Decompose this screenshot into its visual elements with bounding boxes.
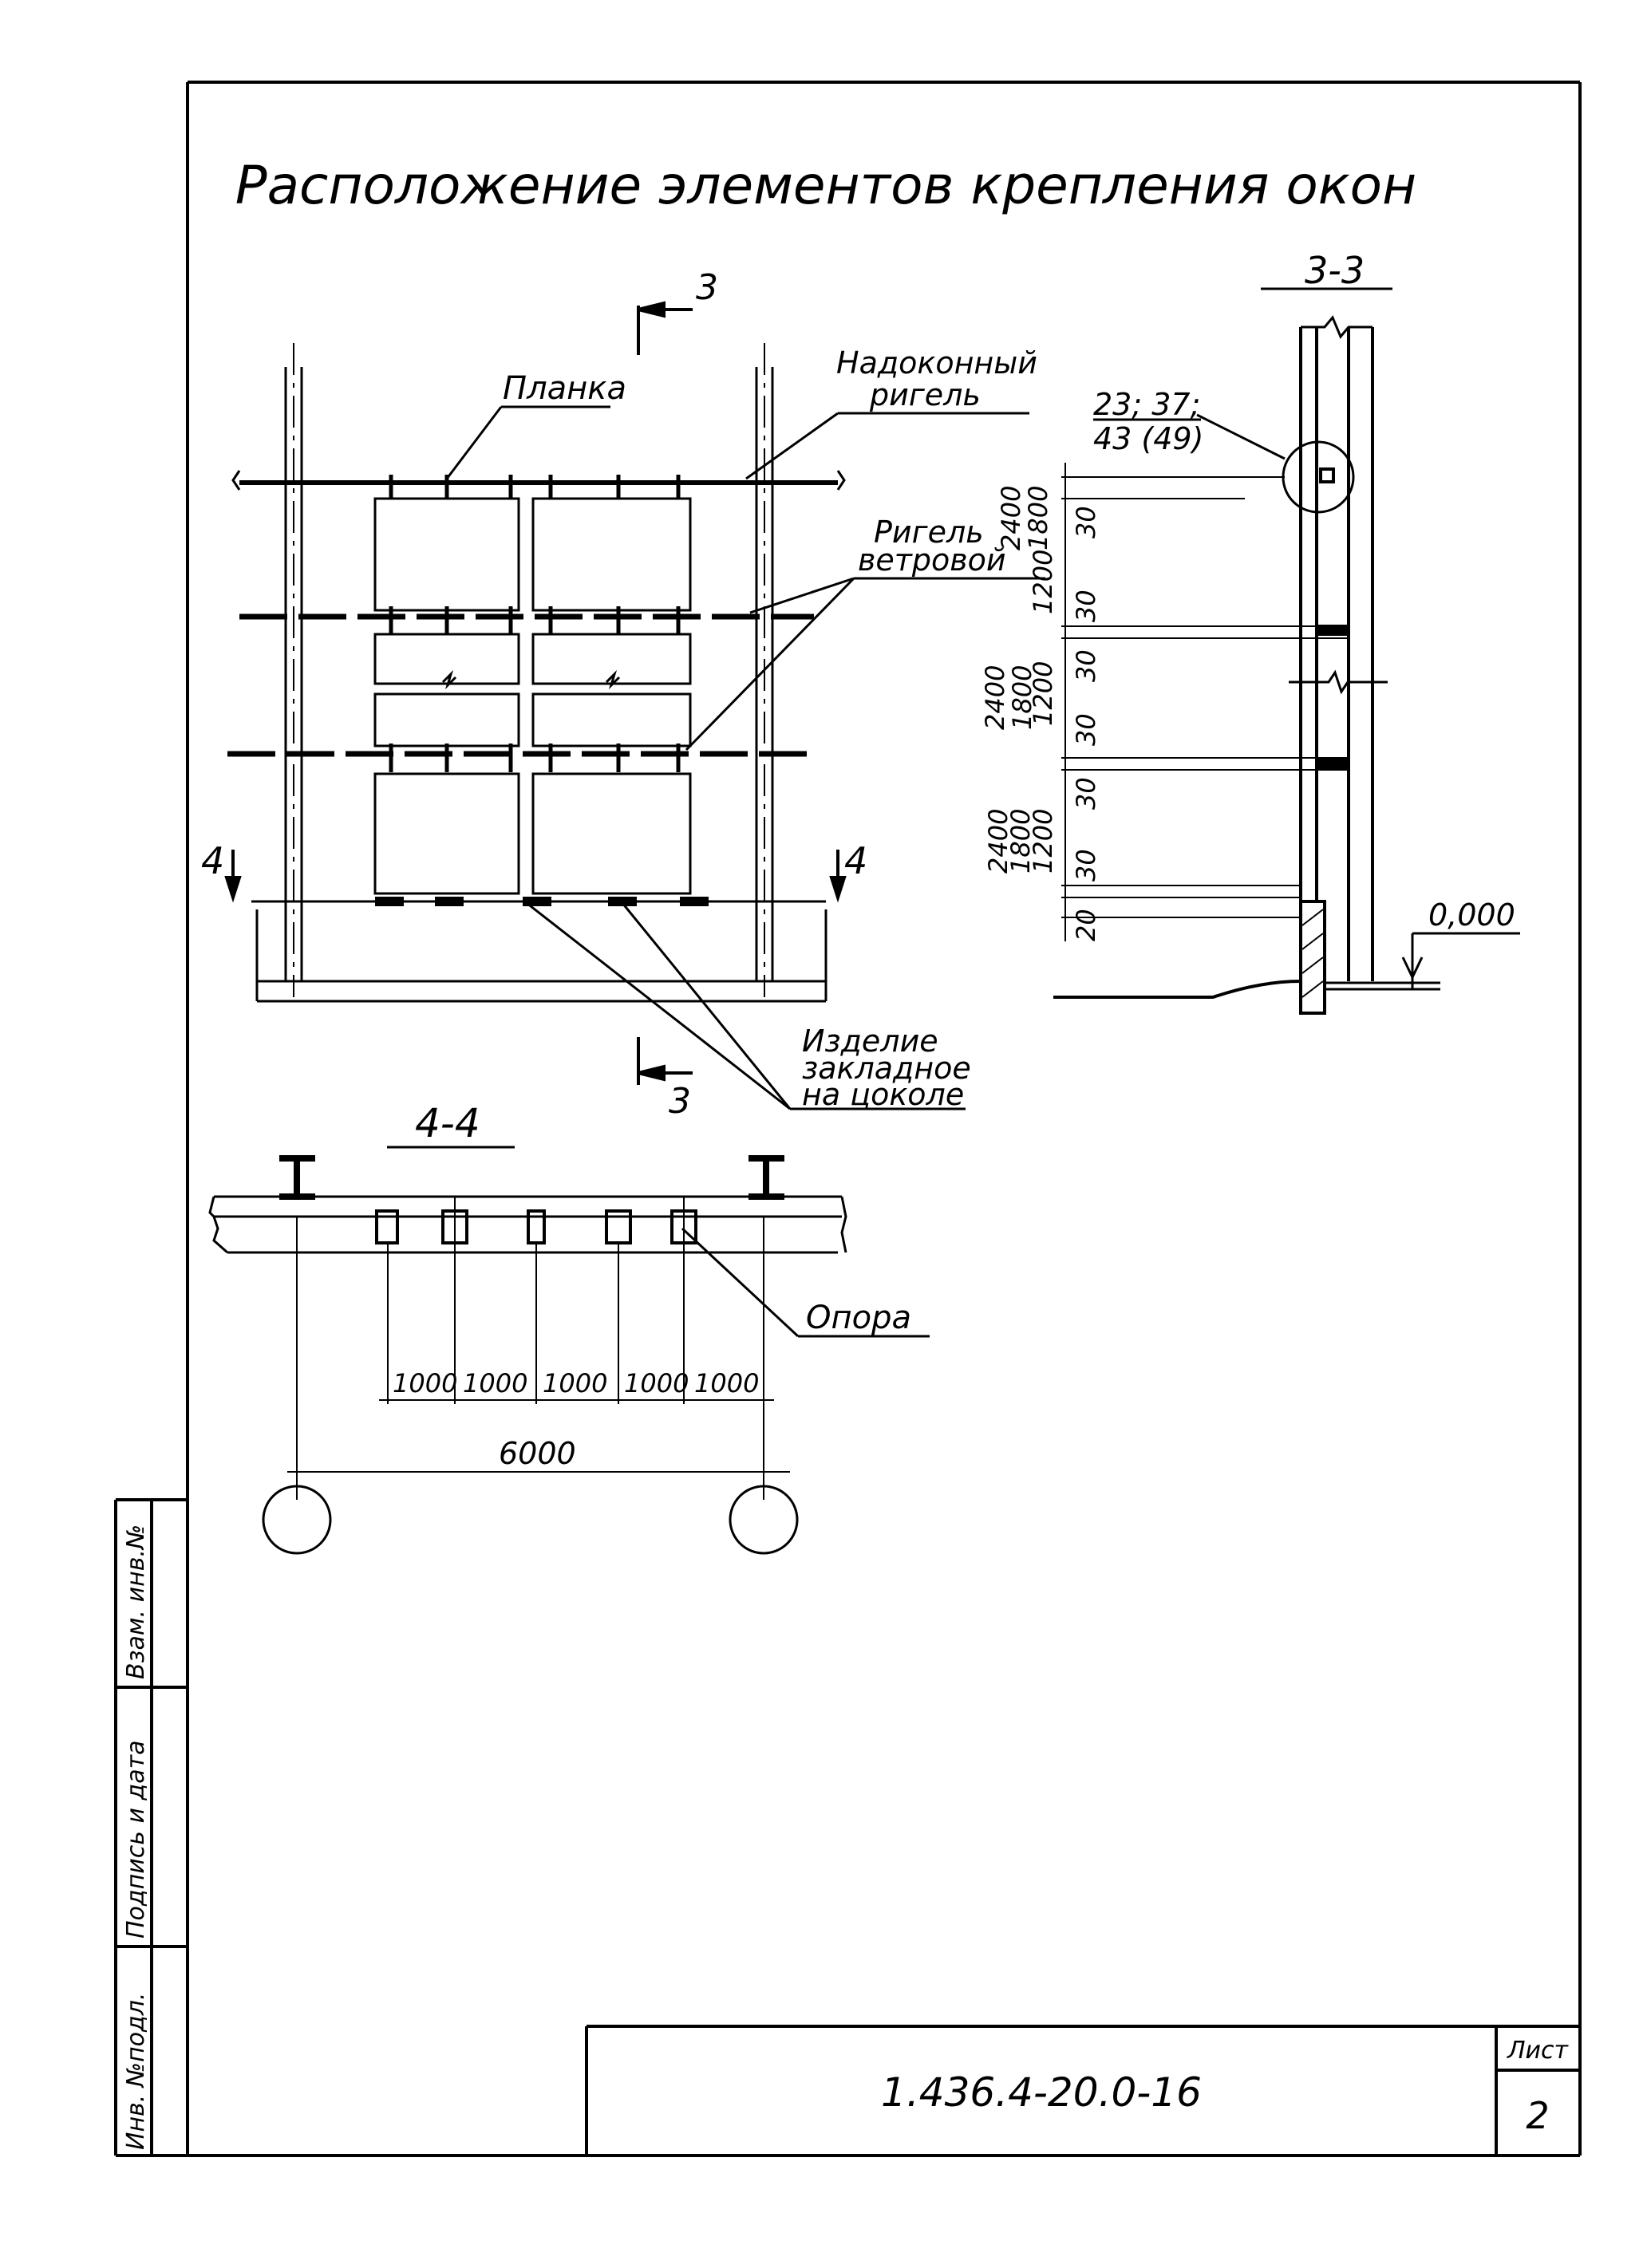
spacing-dimensions: 1000 1000 1000 1000 1000 bbox=[393, 1368, 759, 1398]
wall-section bbox=[1299, 327, 1374, 981]
section-3-3: 3-3 23; 37; 43 (49) bbox=[980, 249, 1520, 1015]
cut-mark-right bbox=[829, 850, 847, 903]
side-stamp bbox=[114, 1498, 188, 2156]
embedded-items bbox=[375, 897, 709, 906]
dim-group-1-c: 1200 bbox=[1028, 550, 1058, 614]
document-code: 1.436.4-20.0-16 bbox=[881, 2069, 1202, 2116]
axis-bubble-left bbox=[262, 1485, 332, 1555]
dimension-extension-lines bbox=[1061, 463, 1349, 941]
detail-callout-line-1: 23; 37; bbox=[1093, 387, 1200, 422]
foundation-hatched bbox=[1299, 900, 1326, 1015]
section-4-4-label: 4-4 bbox=[415, 1100, 480, 1146]
section-mark-top bbox=[637, 301, 693, 355]
sheet-number: 2 bbox=[1526, 2094, 1549, 2137]
dim-group-2-a: 2400 bbox=[980, 665, 1010, 730]
dim-small-3: 30 bbox=[1071, 649, 1101, 682]
total-dimension: 6000 bbox=[499, 1436, 576, 1471]
section-mark-top-label: 3 bbox=[696, 267, 718, 308]
wall-break-mid bbox=[1289, 669, 1388, 695]
section-mark-bottom-label: 3 bbox=[669, 1081, 691, 1122]
column-left bbox=[284, 343, 303, 997]
elevation-view: 3 3 bbox=[201, 267, 1045, 1122]
drawing-title: Расположение элементов крепления окон bbox=[235, 155, 1416, 216]
dim-group-3-a: 2400 bbox=[983, 809, 1013, 874]
section-4-4: 4-4 bbox=[208, 1100, 930, 1555]
detail-callout-square bbox=[1319, 467, 1335, 483]
label-rigel-vetrovoy-1: Ригель bbox=[874, 515, 984, 550]
side-stamp-vzam: Взам. инв.№ bbox=[122, 1524, 150, 1679]
label-izdelie-3: на цоколе bbox=[802, 1077, 964, 1112]
cut-mark-right-label: 4 bbox=[844, 839, 867, 882]
label-nadokonny-1: Надоконный bbox=[836, 345, 1037, 381]
label-planka: Планка bbox=[503, 370, 626, 407]
axis-bubble-right bbox=[729, 1485, 799, 1555]
spacing-4: 1000 bbox=[624, 1368, 689, 1398]
dim-group-1-a: 2400 bbox=[996, 486, 1026, 550]
wall-brackets bbox=[1315, 625, 1347, 769]
dim-small-2: 30 bbox=[1071, 590, 1101, 622]
side-stamp-podpis: Подпись и дата bbox=[122, 1741, 150, 1939]
opora-leader bbox=[681, 1227, 800, 1338]
ground-line bbox=[1053, 980, 1301, 999]
side-stamp-inv-podl: Инв. №подл. bbox=[122, 1993, 150, 2150]
level-mark bbox=[1401, 932, 1520, 989]
dim-group-2-c: 1200 bbox=[1028, 661, 1058, 726]
spacing-5: 1000 bbox=[694, 1368, 759, 1398]
sheet-label: Лист bbox=[1507, 2037, 1570, 2065]
break-left-top bbox=[231, 470, 241, 491]
detail-callout-leader bbox=[1196, 413, 1286, 460]
leader-lines bbox=[445, 405, 1045, 1110]
cut-mark-left bbox=[224, 850, 242, 903]
label-rigel-vetrovoy-2: ветровой bbox=[858, 542, 1006, 578]
window-panels bbox=[373, 497, 692, 895]
dimension-texts: 2400 1800 1200 2400 1800 1200 2400 1800 … bbox=[980, 486, 1101, 941]
spacing-3: 1000 bbox=[543, 1368, 607, 1398]
label-izdelie-2: закладное bbox=[802, 1051, 971, 1086]
level-mark-label: 0,000 bbox=[1428, 897, 1515, 933]
break-right-top bbox=[836, 470, 846, 491]
foundation-hatch bbox=[1301, 909, 1324, 998]
fastener-ticks bbox=[389, 475, 681, 772]
spacing-2: 1000 bbox=[463, 1368, 527, 1398]
dim-small-5: 30 bbox=[1071, 777, 1101, 810]
column-i-beams bbox=[279, 1155, 784, 1200]
dim-small-4: 30 bbox=[1071, 713, 1101, 746]
label-izdelie-1: Изделие bbox=[802, 1024, 938, 1059]
title-block bbox=[585, 2025, 1580, 2156]
label-nadokonny-2: ригель bbox=[869, 377, 981, 412]
sheet-frame bbox=[116, 81, 1582, 2157]
dim-group-1-b: 1800 bbox=[1023, 486, 1053, 550]
section-3-3-label: 3-3 bbox=[1305, 249, 1365, 292]
wall-break-top bbox=[1301, 315, 1373, 339]
spacing-1: 1000 bbox=[393, 1368, 457, 1398]
dim-small-1: 30 bbox=[1071, 506, 1101, 538]
cut-mark-left-label: 4 bbox=[201, 839, 224, 882]
dim-extension-lines bbox=[287, 1197, 790, 1500]
detail-callout-line-2: 43 (49) bbox=[1093, 421, 1203, 456]
dim-small-7: 20 bbox=[1071, 909, 1101, 941]
plinth bbox=[251, 900, 827, 1003]
section-mark-bottom bbox=[637, 1037, 693, 1085]
dim-group-3-b: 1800 bbox=[1005, 809, 1036, 874]
dim-group-3-c: 1200 bbox=[1028, 809, 1058, 874]
label-opora: Опора bbox=[806, 1300, 911, 1336]
dim-small-6: 30 bbox=[1071, 849, 1101, 882]
dim-group-2-b: 1800 bbox=[1007, 665, 1037, 730]
